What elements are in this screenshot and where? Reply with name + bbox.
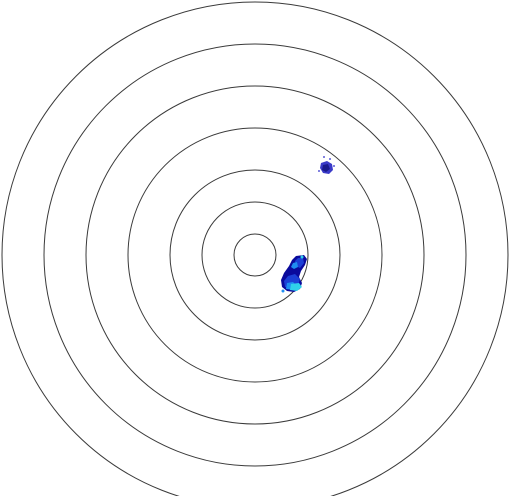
echo-light-blue-upper	[291, 262, 298, 269]
echo-speck	[329, 158, 331, 160]
echo-cluster-northeast	[318, 156, 335, 174]
range-ring-5	[85, 85, 425, 425]
echo-speck	[318, 170, 320, 172]
echo-cluster-near-center	[281, 255, 307, 293]
range-ring-2	[201, 201, 309, 309]
range-ring-4	[127, 127, 383, 383]
range-ring-3	[169, 169, 341, 341]
echo-speck	[333, 165, 335, 167]
echo-ne-core	[322, 164, 330, 172]
echo-cyan-edge	[290, 283, 302, 291]
echo-speck	[281, 289, 285, 293]
echo-speck	[300, 255, 304, 259]
range-ring-1	[233, 233, 277, 277]
echo-speck	[323, 156, 325, 158]
range-ring-6	[43, 43, 467, 467]
